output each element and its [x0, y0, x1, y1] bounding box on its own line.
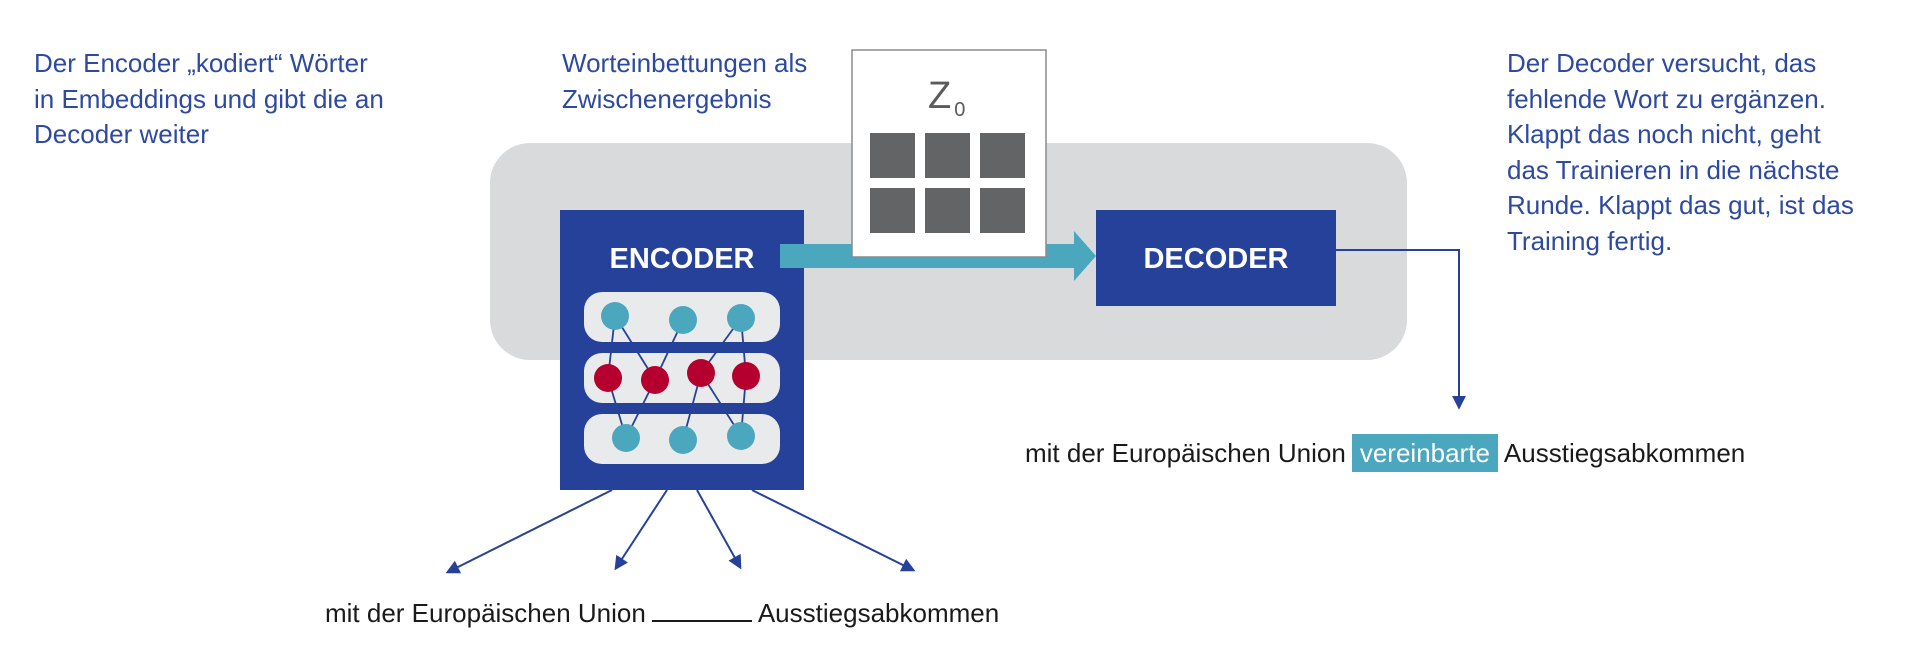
- network-node: [612, 424, 640, 452]
- matrix-cell: [925, 188, 970, 233]
- network-node: [727, 422, 755, 450]
- decoder-note-line: Der Decoder versucht, das: [1507, 48, 1817, 78]
- encoder-note-line: Decoder weiter: [34, 119, 209, 149]
- network-node: [687, 359, 715, 387]
- input-arrow: [445, 489, 613, 574]
- matrix-cell: [870, 188, 915, 233]
- matrix-label-subscript: 0: [954, 99, 965, 121]
- decoder-block: [1096, 210, 1336, 306]
- input-arrow: [614, 489, 668, 571]
- matrix-cell: [925, 133, 970, 178]
- matrix-cell: [870, 133, 915, 178]
- input-sentence-before: mit der Europäischen Union: [325, 598, 646, 628]
- input-sentence: mit der Europäischen Union Ausstiegsabkom…: [325, 596, 999, 630]
- network-layer-middle: [584, 353, 780, 403]
- network-node: [732, 362, 760, 390]
- decoder-note-line: das Trainieren in die nächste: [1507, 154, 1840, 185]
- encoder-decoder-arrow-head: [1074, 231, 1096, 281]
- decoder-label: DECODER: [1143, 243, 1288, 275]
- matrix-cells: [870, 133, 1025, 233]
- network-node: [669, 426, 697, 454]
- embeddings-note-line: Worteinbettungen als: [562, 48, 808, 78]
- decoder-output-connector: [1336, 249, 1466, 410]
- encoder-note-line: in Embeddings und gibt die an: [34, 83, 384, 114]
- decoder-note-line: Training fertig.: [1507, 225, 1673, 256]
- output-sentence-after: Ausstiegsabkommen: [1503, 438, 1746, 468]
- network-node: [641, 366, 669, 394]
- network-node: [669, 306, 697, 334]
- matrix-cell: [980, 188, 1025, 233]
- embeddings-note-line: Zwischenergebnis: [562, 83, 772, 114]
- decoder-note-line: Runde. Klappt das gut, ist das: [1507, 190, 1854, 220]
- input-arrow: [696, 489, 742, 570]
- network-node: [594, 364, 622, 392]
- encoder-input-arrows: [445, 489, 916, 574]
- network-node: [727, 304, 755, 332]
- encoder-note-line: Der Encoder „kodiert“ Wörter: [34, 48, 368, 78]
- missing-word-blank: [651, 598, 752, 622]
- decoder-note-line: fehlende Wort zu ergänzen.: [1507, 83, 1826, 114]
- predicted-word-highlight: vereinbarte: [1351, 434, 1498, 472]
- input-sentence-after: Ausstiegsabkommen: [757, 598, 1000, 628]
- encoder-note: Der Encoder „kodiert“ Wörter in Embeddin…: [34, 46, 384, 153]
- decoder-note: Der Decoder versucht, das fehlende Wort …: [1507, 46, 1854, 259]
- output-sentence-before: mit der Europäischen Union: [1025, 438, 1346, 468]
- input-arrow: [751, 489, 916, 572]
- matrix-cell: [980, 133, 1025, 178]
- embeddings-note: Worteinbettungen als Zwischenergebnis: [562, 46, 807, 117]
- matrix-label-main: Z: [928, 75, 951, 117]
- decoder-note-line: Klappt das noch nicht, geht: [1507, 119, 1821, 149]
- encoder-label: ENCODER: [609, 243, 754, 275]
- network-node: [601, 302, 629, 330]
